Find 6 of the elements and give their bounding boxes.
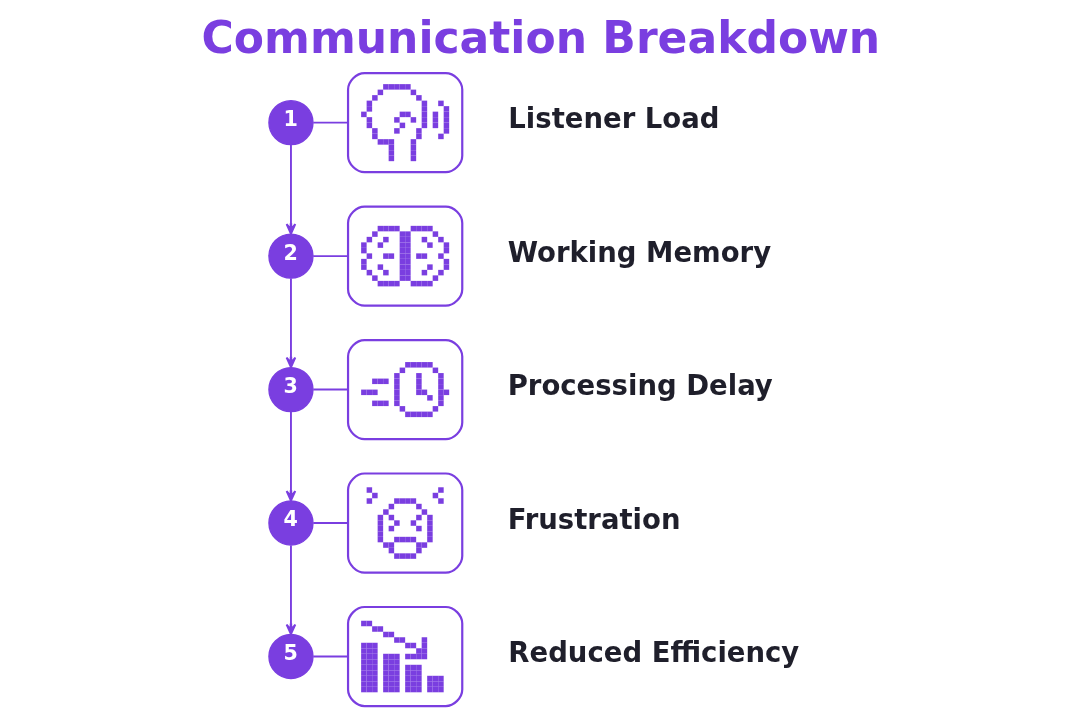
- diagram-title: Communication Breakdown: [201, 12, 881, 64]
- node-label: Working Memory: [507, 235, 772, 268]
- node-label: Listener Load: [508, 102, 720, 135]
- node-label: Processing Delay: [507, 369, 773, 402]
- node-label: Reduced Efficiency: [508, 636, 800, 669]
- node-label: Frustration: [507, 502, 681, 535]
